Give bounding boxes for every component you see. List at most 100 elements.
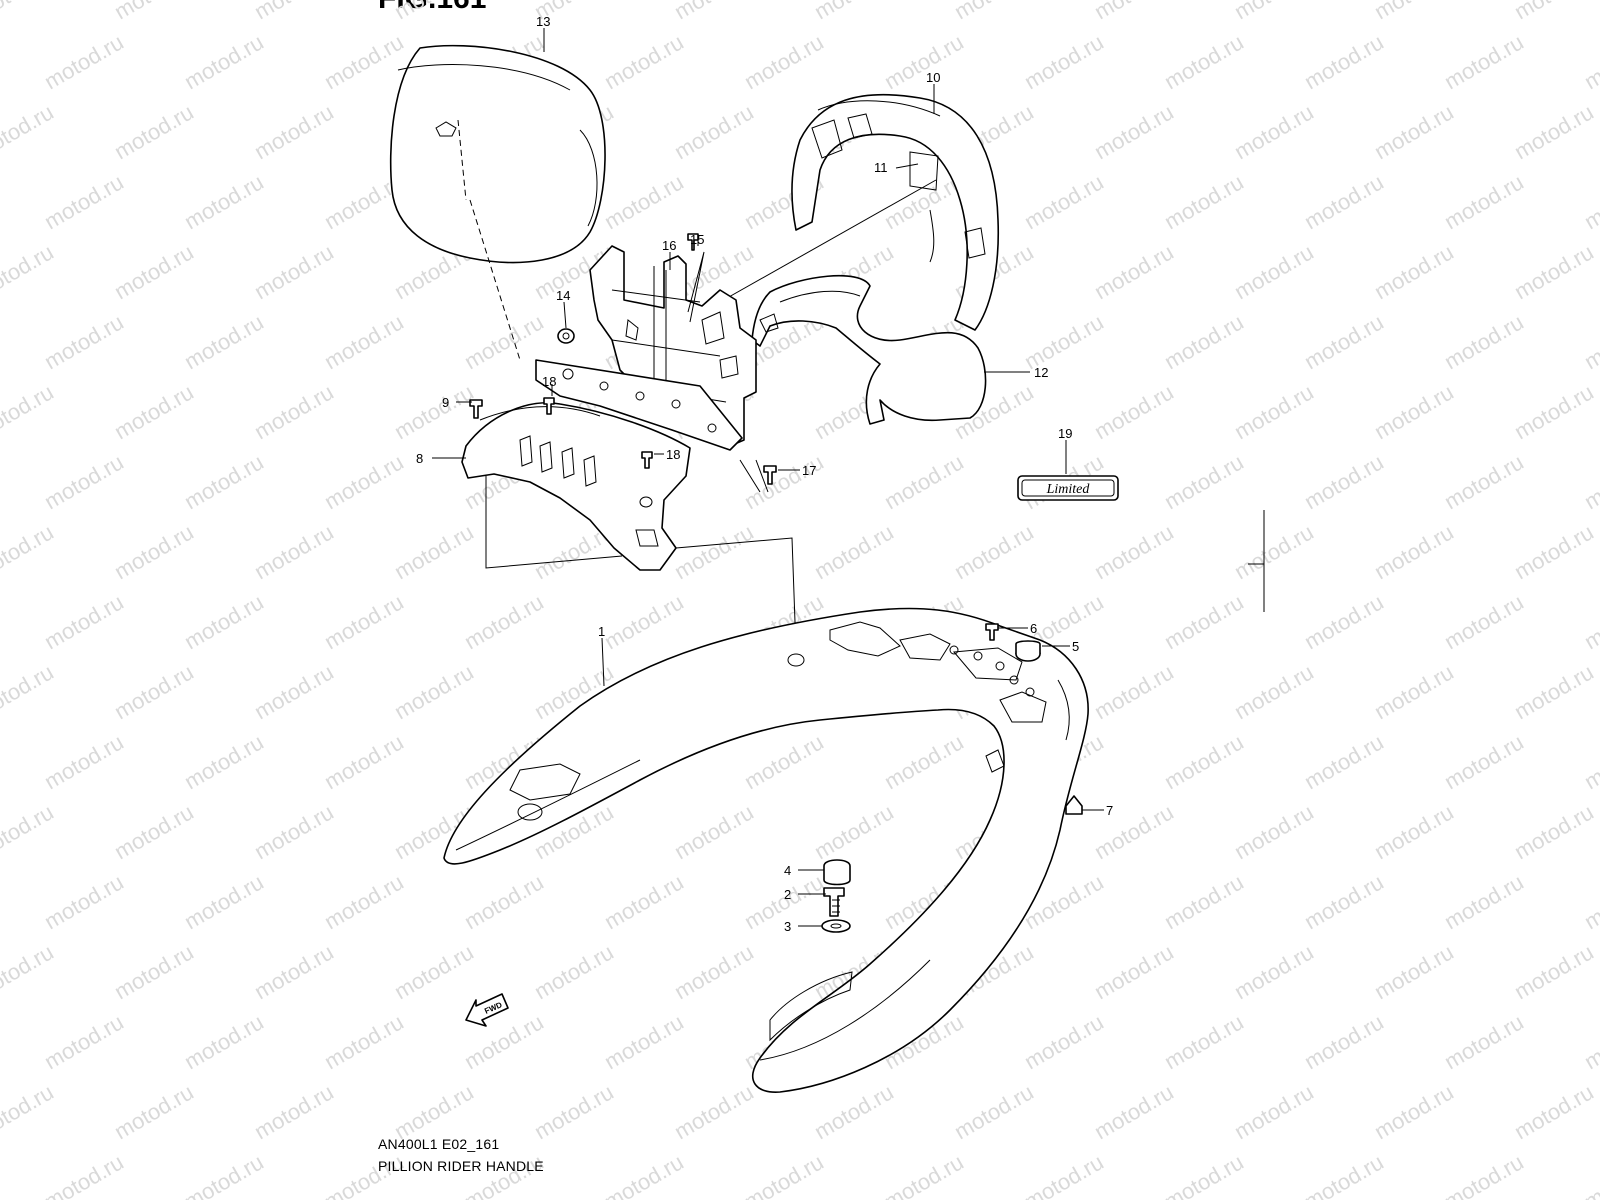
watermark-text: motod.ru bbox=[1160, 309, 1248, 374]
watermark-text: motod.ru bbox=[320, 729, 408, 794]
part-limited-badge[interactable]: Limited bbox=[1017, 475, 1119, 501]
watermark-text: motod.ru bbox=[1090, 799, 1178, 864]
watermark-text: motod.ru bbox=[600, 169, 688, 234]
watermark-text: motod.ru bbox=[1580, 29, 1600, 94]
watermark-text: motod.ru bbox=[180, 1009, 268, 1074]
watermark-text: motod.ru bbox=[1580, 869, 1600, 934]
fwd-arrow-icon: FWD bbox=[465, 993, 509, 1027]
watermark-text: motod.ru bbox=[1370, 799, 1458, 864]
watermark-text: motod.ru bbox=[110, 0, 198, 24]
part-screw-6[interactable] bbox=[985, 623, 999, 641]
part-pillion-handle[interactable] bbox=[443, 607, 1089, 1093]
watermark-text: motod.ru bbox=[810, 1079, 898, 1144]
watermark-text: motod.ru bbox=[1090, 519, 1178, 584]
part-cushion-5[interactable] bbox=[1015, 640, 1041, 662]
watermark-text: motod.ru bbox=[1230, 519, 1318, 584]
watermark-text: motod.ru bbox=[1440, 1149, 1528, 1200]
part-grommet-14[interactable] bbox=[557, 328, 575, 344]
part-washer-3[interactable] bbox=[821, 919, 851, 933]
watermark-text: motod.ru bbox=[1440, 589, 1528, 654]
watermark-text: motod.ru bbox=[1580, 1009, 1600, 1074]
watermark-text: motod.ru bbox=[880, 729, 968, 794]
watermark-text: motod.ru bbox=[1230, 0, 1318, 24]
callout-17: 17 bbox=[802, 463, 816, 478]
watermark-text: motod.ru bbox=[1370, 239, 1458, 304]
figure-title: FIG.161 bbox=[378, 0, 486, 16]
watermark-text: motod.ru bbox=[180, 169, 268, 234]
watermark-text: motod.ru bbox=[880, 449, 968, 514]
callout-4: 4 bbox=[784, 863, 791, 878]
part-cap-4[interactable] bbox=[823, 859, 851, 886]
part-screw-9[interactable] bbox=[469, 399, 483, 419]
watermark-text: motod.ru bbox=[320, 1149, 408, 1200]
watermark-text: motod.ru bbox=[390, 379, 478, 444]
watermark-text: motod.ru bbox=[320, 449, 408, 514]
watermark-text: motod.ru bbox=[250, 379, 338, 444]
callout-14: 14 bbox=[556, 288, 570, 303]
part-screw-17[interactable] bbox=[763, 465, 777, 485]
watermark-text: motod.ru bbox=[1160, 729, 1248, 794]
watermark-text: motod.ru bbox=[1090, 379, 1178, 444]
watermark-text: motod.ru bbox=[110, 659, 198, 724]
watermark-text: motod.ru bbox=[1160, 1149, 1248, 1200]
watermark-text: motod.ru bbox=[1510, 0, 1598, 24]
watermark-text: motod.ru bbox=[1580, 449, 1600, 514]
watermark-text: motod.ru bbox=[1440, 1009, 1528, 1074]
watermark-text: motod.ru bbox=[180, 29, 268, 94]
leader-mount-bracket bbox=[485, 476, 797, 651]
watermark-text: motod.ru bbox=[1300, 169, 1388, 234]
part-bolt-2[interactable] bbox=[823, 887, 845, 917]
watermark-text: motod.ru bbox=[250, 519, 338, 584]
watermark-text: motod.ru bbox=[250, 1079, 338, 1144]
part-bracket-plate[interactable] bbox=[535, 359, 743, 451]
callout-19: 19 bbox=[1058, 426, 1072, 441]
watermark-text: motod.ru bbox=[1510, 799, 1598, 864]
watermark-text: motod.ru bbox=[810, 0, 898, 24]
watermark-text: motod.ru bbox=[1160, 449, 1248, 514]
watermark-text: motod.ru bbox=[180, 589, 268, 654]
watermark-text: motod.ru bbox=[1440, 869, 1528, 934]
part-screw-18a[interactable] bbox=[543, 397, 555, 415]
watermark-text: motod.ru bbox=[600, 1149, 688, 1200]
part-screw-18b[interactable] bbox=[641, 451, 653, 469]
leader-cover-frame bbox=[719, 179, 937, 303]
watermark-text: motod.ru bbox=[1300, 309, 1388, 374]
watermark-text: motod.ru bbox=[1440, 729, 1528, 794]
watermark-text: motod.ru bbox=[1020, 29, 1108, 94]
watermark-text: motod.ru bbox=[0, 379, 58, 444]
watermark-text: motod.ru bbox=[40, 1149, 128, 1200]
callout-18b: 18 bbox=[666, 447, 680, 462]
watermark-text: motod.ru bbox=[0, 0, 58, 24]
watermark-text: motod.ru bbox=[40, 869, 128, 934]
watermark-text: motod.ru bbox=[1160, 169, 1248, 234]
leader-backrest-bracket bbox=[469, 199, 521, 361]
watermark-text: motod.ru bbox=[110, 939, 198, 1004]
watermark-text: motod.ru bbox=[670, 939, 758, 1004]
watermark-text: motod.ru bbox=[950, 519, 1038, 584]
watermark-text: motod.ru bbox=[670, 0, 758, 24]
watermark-text: motod.ru bbox=[1230, 1079, 1318, 1144]
watermark-text: motod.ru bbox=[1440, 169, 1528, 234]
part-backrest-pad[interactable] bbox=[389, 44, 606, 264]
watermark-text: motod.ru bbox=[1370, 519, 1458, 584]
watermark-text: motod.ru bbox=[1230, 939, 1318, 1004]
watermark-text: motod.ru bbox=[40, 589, 128, 654]
callout-15: 15 bbox=[690, 232, 704, 247]
model-code: AN400L1 E02_161 bbox=[378, 1136, 500, 1152]
part-lower-cover[interactable] bbox=[751, 275, 987, 425]
watermark-text: motod.ru bbox=[1580, 729, 1600, 794]
watermark-text: motod.ru bbox=[320, 29, 408, 94]
watermark-text: motod.ru bbox=[1160, 1009, 1248, 1074]
watermark-text: motod.ru bbox=[1300, 1009, 1388, 1074]
watermark-text: motod.ru bbox=[460, 869, 548, 934]
watermark-text: motod.ru bbox=[1090, 99, 1178, 164]
watermark-text: motod.ru bbox=[1230, 659, 1318, 724]
watermark-text: motod.ru bbox=[600, 1009, 688, 1074]
watermark-text: motod.ru bbox=[40, 29, 128, 94]
watermark-text: motod.ru bbox=[180, 729, 268, 794]
watermark-text: motod.ru bbox=[40, 729, 128, 794]
watermark-text: motod.ru bbox=[460, 1149, 548, 1200]
part-back-cover[interactable] bbox=[791, 93, 1000, 331]
part-clip-7[interactable] bbox=[1065, 795, 1083, 815]
part-mount-bracket[interactable] bbox=[461, 402, 691, 571]
